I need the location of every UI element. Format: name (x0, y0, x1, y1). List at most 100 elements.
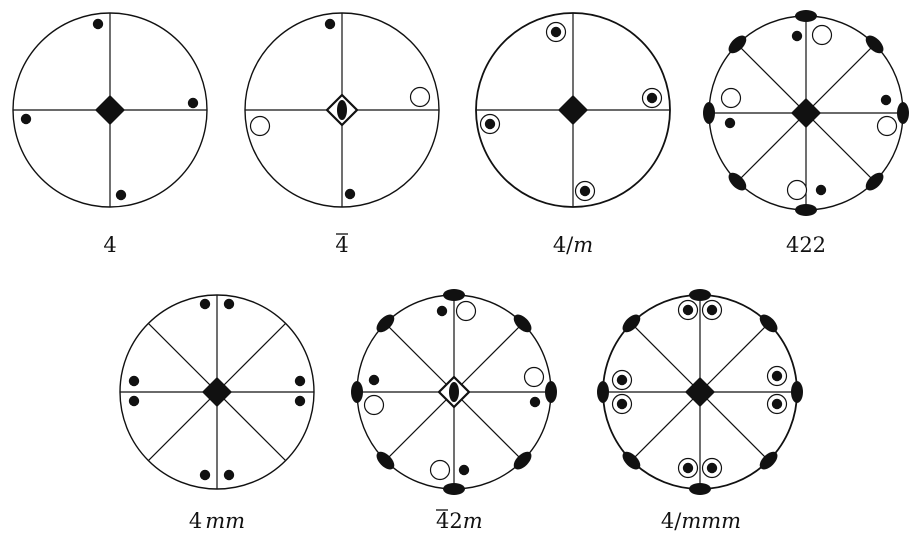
pole-dot (458, 464, 470, 476)
pole-dot (324, 18, 336, 30)
pole-dot (187, 97, 199, 109)
pole-dot (294, 375, 306, 387)
twofold-axis-icon (597, 381, 609, 403)
pole-open-circle (876, 115, 898, 137)
label-4-over-m: 4/m (553, 233, 593, 257)
twofold-axis-icon (622, 451, 641, 470)
pole-dot (706, 462, 718, 474)
pole-dot (20, 113, 32, 125)
twofold-axis-icon (759, 451, 778, 470)
stereogram-p4 (12, 12, 208, 208)
stereogram-panels (12, 10, 909, 495)
stereogram-p4mmm (597, 289, 803, 495)
pole-open-circle (249, 115, 271, 137)
pole-dot (815, 184, 827, 196)
pole-dot (529, 396, 541, 408)
label-4mm-italic: mm (205, 509, 245, 533)
twofold-axis-icon (513, 314, 532, 333)
twofold-axis-icon (443, 483, 465, 495)
pole-dot (294, 395, 306, 407)
pole-dot (115, 189, 127, 201)
twofold-axis-icon (728, 35, 747, 54)
pole-dot (92, 18, 104, 30)
pole-open-circle (811, 24, 833, 46)
pole-open-circle (429, 459, 451, 481)
pole-dot (199, 298, 211, 310)
twofold-axis-icon (897, 102, 909, 124)
fourfold-axis-icon (202, 377, 232, 407)
fourfold-axis-icon (95, 95, 125, 125)
label-4mm-num: 4 (189, 509, 202, 533)
fourfold-axis-icon (558, 95, 588, 125)
pole-dot (550, 26, 562, 38)
twofold-axis-icon (513, 451, 532, 470)
stereogram-p4mm (119, 294, 315, 490)
pole-dot (616, 374, 628, 386)
twofold-axis-icon (545, 381, 557, 403)
pole-dot (368, 374, 380, 386)
twofold-inner-icon (337, 100, 347, 120)
twofold-axis-icon (689, 289, 711, 301)
label-4-over-mmm-italic: mmm (681, 509, 741, 533)
pole-dot (436, 305, 448, 317)
twofold-inner-icon (449, 382, 459, 402)
label-4-over-m-num: 4/ (553, 233, 574, 257)
pole-dot (344, 188, 356, 200)
pole-dot (706, 304, 718, 316)
label-4-over-mmm: 4/mmm (661, 509, 741, 533)
pole-dot (128, 395, 140, 407)
stereogram-p422 (703, 10, 909, 216)
pole-dot (682, 462, 694, 474)
pole-dot (771, 370, 783, 382)
fourfold-axis-icon (685, 377, 715, 407)
pole-dot (616, 398, 628, 410)
pole-dot (128, 375, 140, 387)
twofold-axis-icon (703, 102, 715, 124)
pole-dot (646, 92, 658, 104)
label-4bar2m: 42m (436, 509, 483, 533)
label-4: 4 (103, 233, 116, 257)
stereogram-p4m (475, 12, 671, 208)
pole-dot (223, 469, 235, 481)
pole-dot (880, 94, 892, 106)
twofold-axis-icon (376, 451, 395, 470)
twofold-axis-icon (795, 204, 817, 216)
stereogram-p42m (351, 289, 557, 495)
pole-dot (771, 398, 783, 410)
label-4-over-mmm-num: 4/ (661, 509, 682, 533)
twofold-axis-icon (865, 35, 884, 54)
label-4bar2m-num: 42 (436, 509, 463, 533)
twofold-axis-icon (728, 172, 747, 191)
pole-dot (579, 185, 591, 197)
twofold-axis-icon (689, 483, 711, 495)
pole-open-circle (720, 87, 742, 109)
label-4bar2m-text: 42m (436, 509, 483, 533)
twofold-axis-icon (865, 172, 884, 191)
label-4bar2m-italic: m (463, 509, 483, 533)
pole-dot (199, 469, 211, 481)
pole-open-circle (523, 366, 545, 388)
twofold-axis-icon (759, 314, 778, 333)
pole-open-circle (363, 394, 385, 416)
pole-dot (724, 117, 736, 129)
label-4bar-text: 4 (335, 233, 348, 257)
pole-dot (682, 304, 694, 316)
pole-open-circle (455, 300, 477, 322)
twofold-axis-icon (376, 314, 395, 333)
twofold-axis-icon (443, 289, 465, 301)
twofold-axis-icon (791, 381, 803, 403)
pole-open-circle (409, 86, 431, 108)
label-4bar: 4 (335, 233, 348, 257)
twofold-axis-icon (795, 10, 817, 22)
pole-dot (484, 118, 496, 130)
label-4-over-m-italic: m (573, 233, 593, 257)
twofold-axis-icon (622, 314, 641, 333)
twofold-axis-icon (351, 381, 363, 403)
label-422: 422 (786, 233, 826, 257)
fourfold-axis-icon (791, 98, 821, 128)
pole-dot (223, 298, 235, 310)
pole-dot (791, 30, 803, 42)
pole-open-circle (786, 179, 808, 201)
